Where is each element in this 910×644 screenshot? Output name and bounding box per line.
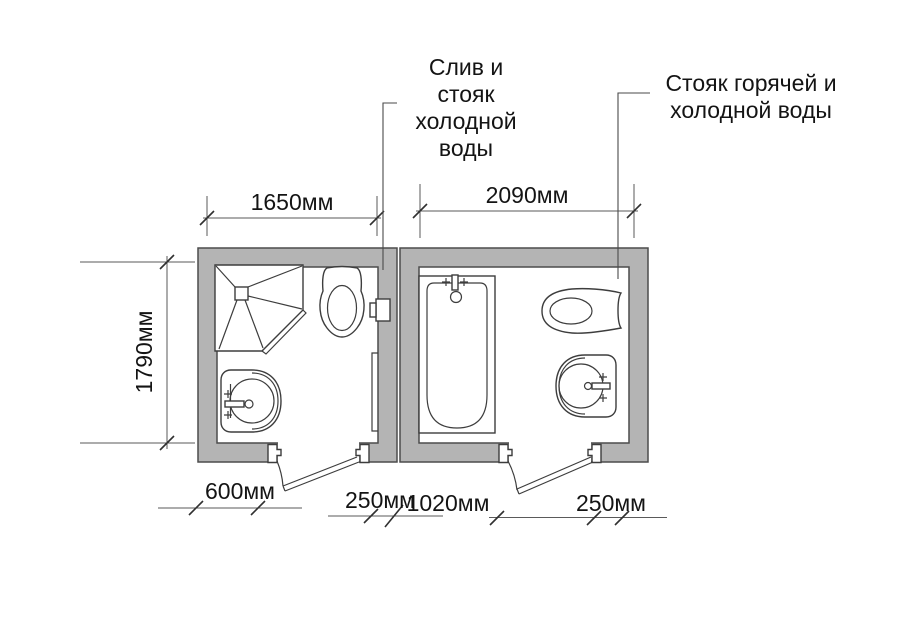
right-bathroom [399,247,649,495]
left-door-leaf [282,456,360,492]
right-door-jamb-right [587,443,602,464]
dim-1650-ticks [199,210,385,226]
left-door-opening [278,442,359,464]
left-door-swing-arc [276,460,284,487]
right-door-swing-arc [507,460,518,491]
dim-1790-ticks [159,254,175,451]
bathtub-inner [426,282,488,429]
left-toilet-body [319,265,365,338]
dimension-bottom-left: 600мм [158,478,302,516]
dimension-left-room-width: 1650мм [199,189,385,236]
left-door-jamb-right [355,443,370,464]
left-washbasin-rim [251,372,279,430]
bathtub-spout [451,274,459,291]
dimension-bottom-middle: 250мм 1020мм 250мм [328,487,667,528]
left-washbasin-drain [244,399,254,409]
bathtub [418,274,496,434]
shower-slope-lines [215,265,303,350]
dim-2090-text: 2090мм [486,182,569,208]
left-riser-callout: Слив и стояк холодной воды [382,54,517,270]
right-riser-label-line1: Стояк горячей и [665,70,836,96]
dimension-room-depth: 1790мм [80,254,195,451]
bathtub-taps [442,278,468,286]
dimension-right-room-width: 2090мм [412,182,642,238]
left-washbasin-taps [224,390,232,419]
connection-box-body [375,298,391,322]
right-toilet [541,287,623,334]
left-riser-label-line1: Слив и [429,54,503,80]
dim-600-text: 600мм [205,478,275,504]
connection-box-tab [369,302,377,318]
shower-entry-step [261,309,307,355]
left-riser-leader-line [382,102,397,270]
left-riser-label-line2: стояк [437,81,495,107]
dim-250-right-text: 250мм [576,490,646,516]
left-riser-label-line3: холодной [415,108,516,134]
left-washbasin-spout [224,400,245,408]
right-washbasin-drain [583,381,593,391]
dim-1650-lines [203,196,381,236]
right-door-jamb-left [498,443,513,464]
left-bathroom-walls [197,247,398,463]
dim-1020-text: 1020мм [407,490,490,516]
dim-600-ticks [188,500,266,516]
dim-250-left-text: 250мм [345,487,415,513]
wall-connection-box [369,298,391,322]
left-toilet [319,265,365,338]
right-riser-label-line2: холодной воды [670,97,832,123]
left-toilet-bowl [326,284,358,332]
right-washbasin-spout [591,382,611,390]
right-toilet-bowl [549,297,593,325]
towel-rail [371,352,378,432]
shower-drain [234,286,249,301]
dim-2090-ticks [412,203,642,219]
right-riser-leader-line [617,92,650,279]
left-riser-label-line4: воды [439,135,493,161]
right-washbasin [555,354,617,418]
right-door-opening [509,442,591,464]
bathtub-drain [449,290,463,304]
dim-bottom-ticks [363,504,630,528]
corner-shower [214,264,307,355]
dim-1650-text: 1650мм [251,189,334,215]
right-washbasin-taps [599,373,607,402]
left-door-jamb-left [267,443,282,464]
dim-1790-lines [80,256,195,449]
right-riser-callout: Стояк горячей и холодной воды [617,70,837,279]
left-washbasin [220,369,282,433]
bathtub-outer [418,275,496,434]
dim-bottom-lines [328,515,667,518]
left-bathroom [197,247,398,492]
right-washbasin-body [555,354,617,418]
right-toilet-body [541,287,623,334]
dim-1790-text: 1790мм [131,311,157,394]
